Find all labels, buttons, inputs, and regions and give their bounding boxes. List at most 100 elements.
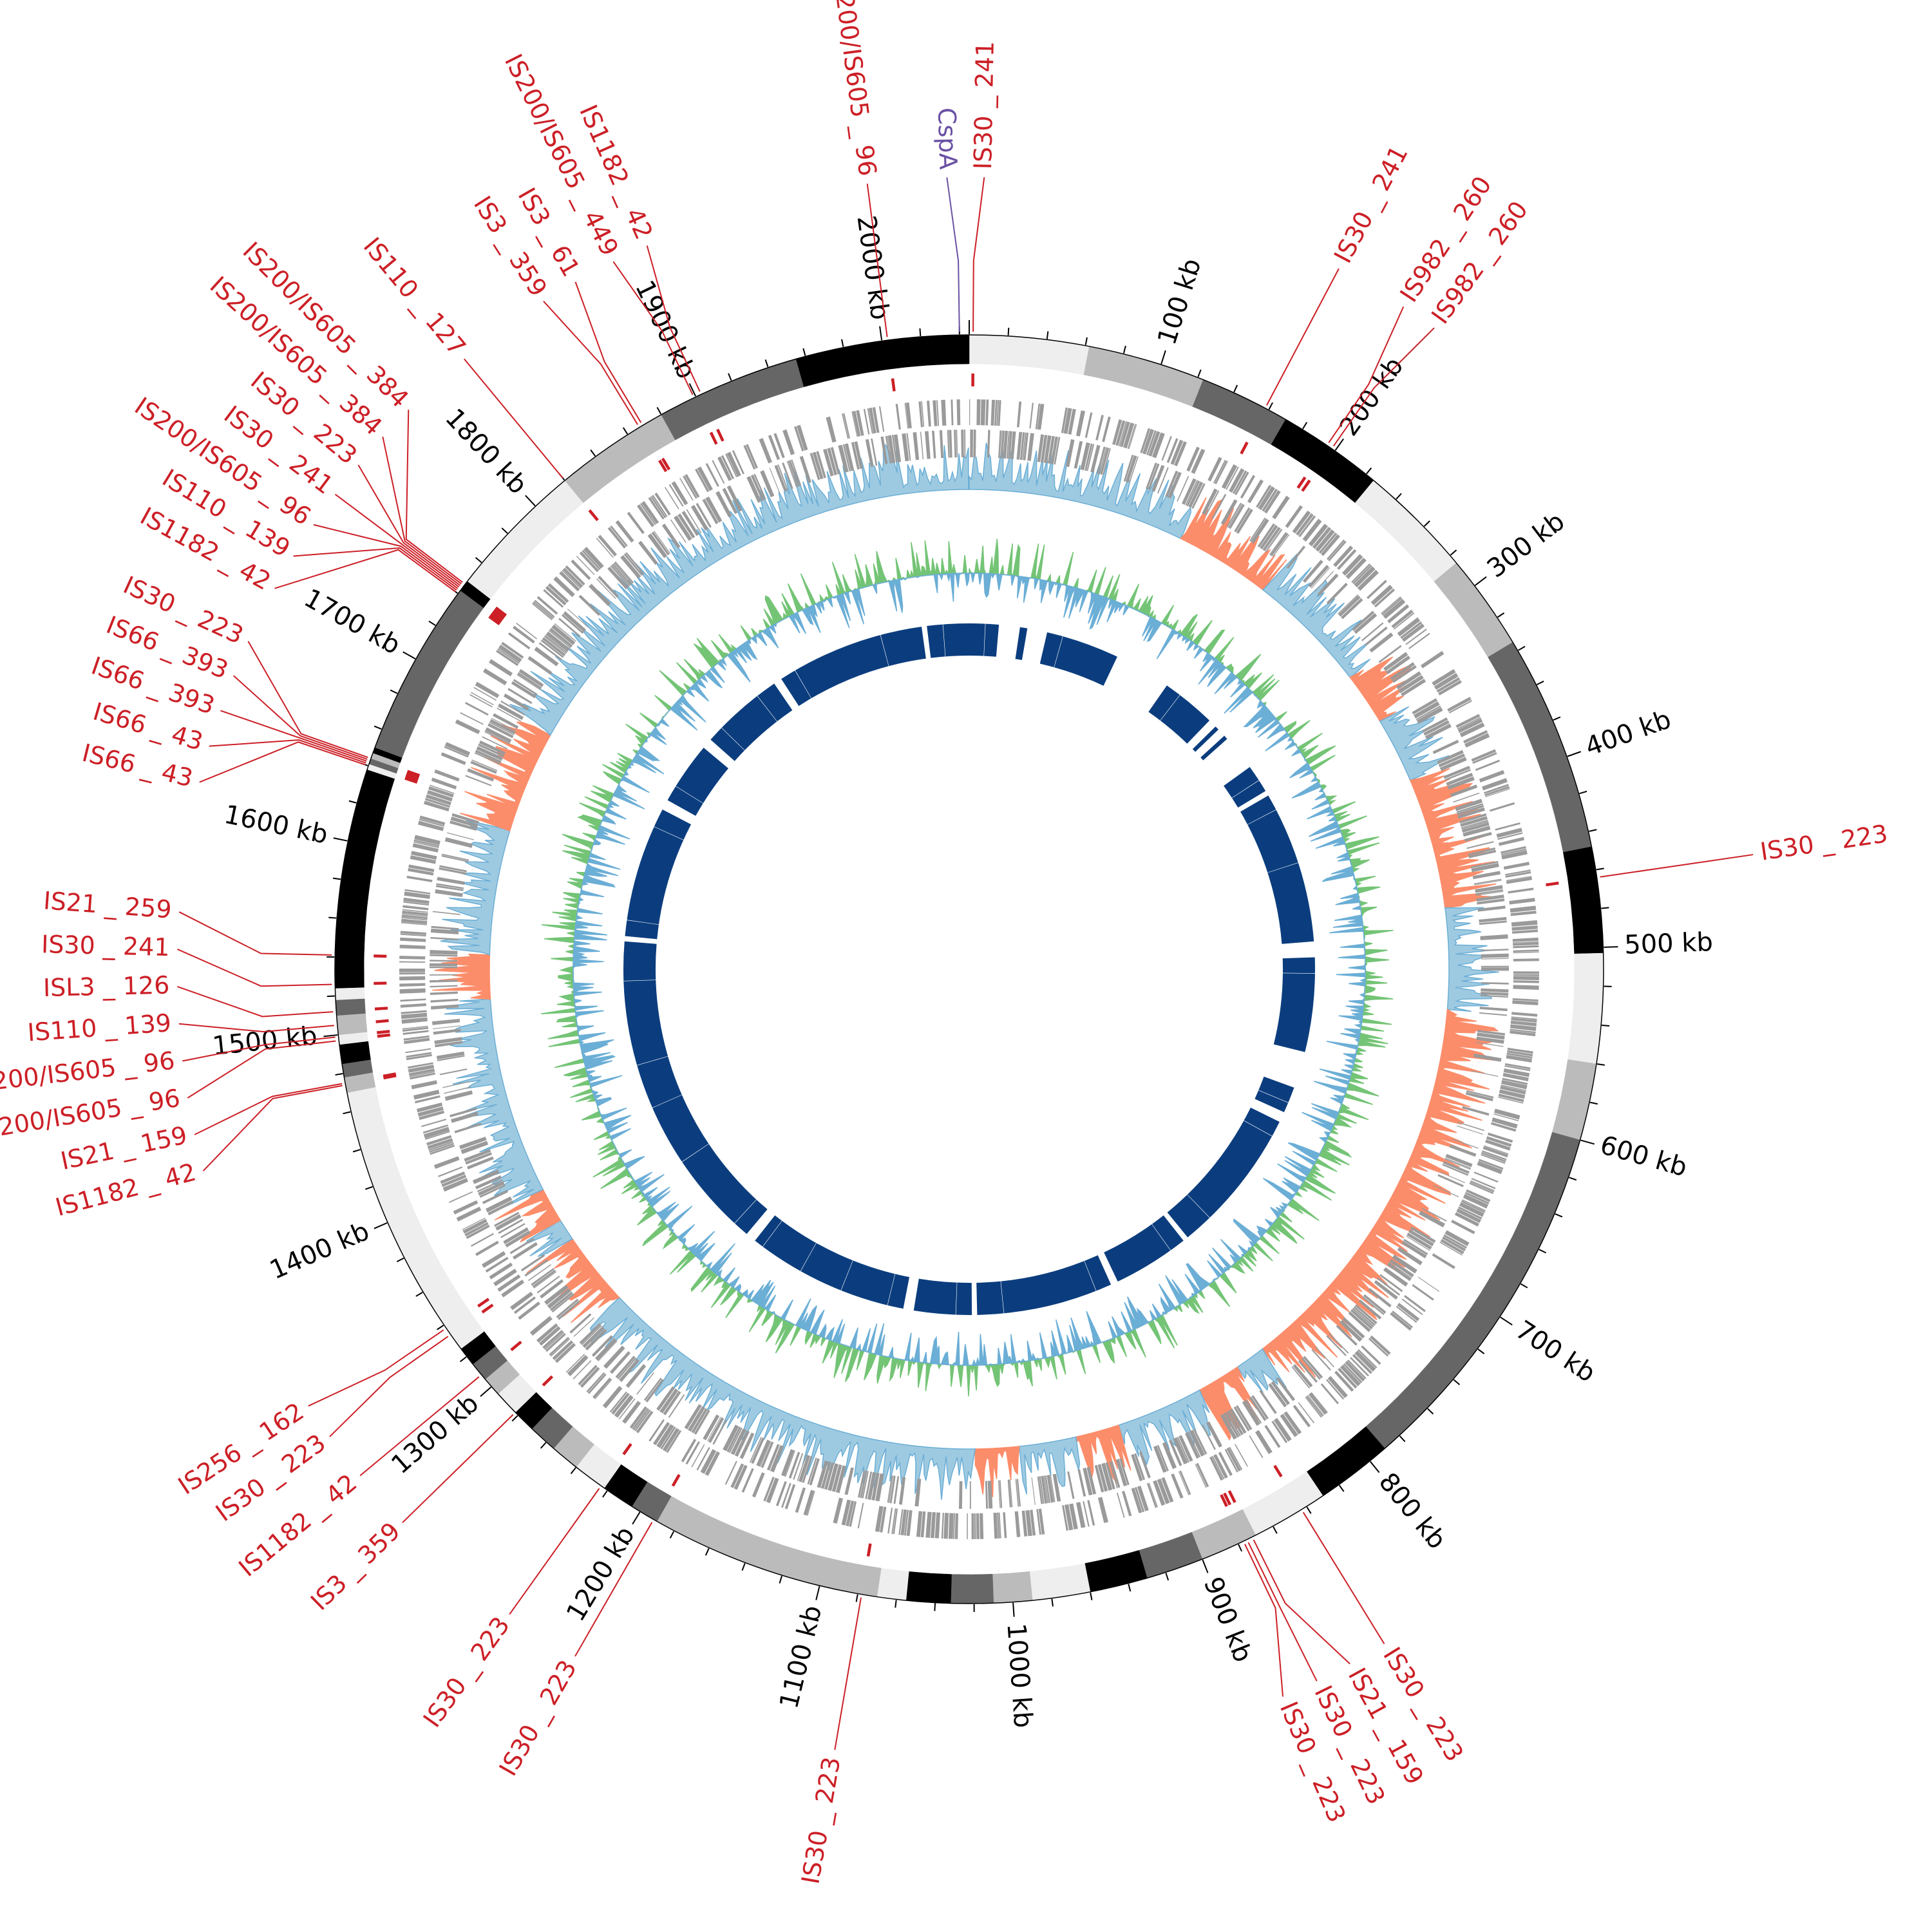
gene-feature [411,1080,437,1090]
gene-feature [1229,1446,1243,1470]
minor-tick [511,1415,518,1422]
gene-feature [1401,1240,1427,1258]
gene-feature [402,910,428,916]
gene-feature [1466,841,1494,849]
gene-feature [817,1460,828,1488]
gene-feature [417,820,444,831]
gene-feature [1123,455,1134,482]
gene-feature [956,430,958,458]
block-divider [637,1056,668,1066]
gene-feature [976,1513,980,1539]
gene-feature [1109,1461,1118,1489]
gene-feature [466,1224,490,1239]
minor-tick [343,1111,351,1115]
gene-feature [723,1425,739,1452]
gene-feature [941,399,947,426]
gene-feature [1211,493,1227,520]
gene-feature [425,1131,450,1140]
gene-feature [482,1189,509,1204]
gene-feature [1271,1420,1288,1443]
gene-feature [596,537,614,558]
gene-feature [484,730,510,744]
gene-feature [1336,1325,1358,1346]
major-tick [333,837,348,842]
gene-feature [1077,1469,1086,1497]
gene-feature [1249,1435,1264,1459]
label-leader-line [209,739,366,764]
gene-feature [562,569,582,589]
gene-feature [427,1138,453,1150]
gene-feature [1383,598,1406,619]
gene-feature [684,1404,702,1430]
ideogram-band [1029,1563,1091,1601]
gene-feature [1470,860,1499,869]
gene-feature [1513,974,1539,976]
gene-feature [700,1449,717,1474]
gene-feature [544,1332,565,1350]
gene-feature [1487,1132,1513,1143]
gene-feature [985,399,989,426]
gene-feature [1308,565,1329,588]
gene-feature [524,1259,549,1277]
synteny-blocks-track [623,623,1315,1315]
gene-feature [753,473,766,500]
gene-feature [1370,584,1393,605]
gene-feature [844,1467,854,1495]
minor-tick [570,1467,576,1474]
minor-tick [602,1490,608,1498]
gene-feature [444,1090,473,1101]
gene-feature [1457,718,1483,734]
gene-feature [413,1090,440,1100]
gene-feature [746,444,758,469]
gene-feature [497,707,522,722]
gene-feature [685,1441,701,1465]
is-element-marker [477,1298,490,1308]
gene-feature [1453,792,1480,803]
gene-feature [402,905,429,911]
block-divider [1000,1281,1005,1314]
gene-feature [1479,770,1505,782]
gene-feature [1406,1233,1432,1250]
gene-feature [481,1251,506,1268]
gene-feature [1397,1247,1423,1265]
ideogram-band [564,414,676,504]
gene-feature [1249,517,1266,542]
gene-feature [871,1472,880,1501]
gene-feature [497,1274,521,1292]
gene-feature [1481,1153,1506,1164]
gene-feature [430,928,459,934]
tick-label: 700 kb [1510,1315,1600,1388]
gene-feature [470,761,497,774]
gene-feature [1234,507,1251,533]
gene-feature [544,634,567,654]
minor-tick [1122,345,1126,354]
label-leader-line [946,177,960,332]
gene-feature [1311,1349,1331,1371]
ideogram-band [992,1571,1033,1604]
tick-label: 1900 kb [629,276,701,383]
block-divider [1054,636,1063,668]
gene-feature [722,488,738,515]
gene-feature [867,408,873,434]
gene-feature [1506,1055,1532,1063]
gene-feature [880,436,888,464]
is-element-label: IS30 _ 223 [418,1611,516,1732]
gene-feature [1285,505,1303,528]
gene-feature [399,976,426,981]
gene-feature [516,674,541,690]
gene-feature [712,460,725,484]
gene-feature [705,1451,720,1476]
gene-feature [1301,1358,1321,1380]
gene-feature [1390,1312,1412,1331]
gene-feature [1047,435,1055,464]
label-leader-line [509,1488,600,1615]
gene-feature [610,565,630,587]
gene-feature [1462,1106,1490,1116]
gene-feature [636,1372,654,1395]
gene-feature [885,435,891,464]
minor-tick [1165,1573,1170,1581]
gene-feature [609,1391,627,1413]
gene-feature [402,909,428,913]
gene-feature [802,1455,813,1483]
is-element-marker [377,1033,391,1038]
